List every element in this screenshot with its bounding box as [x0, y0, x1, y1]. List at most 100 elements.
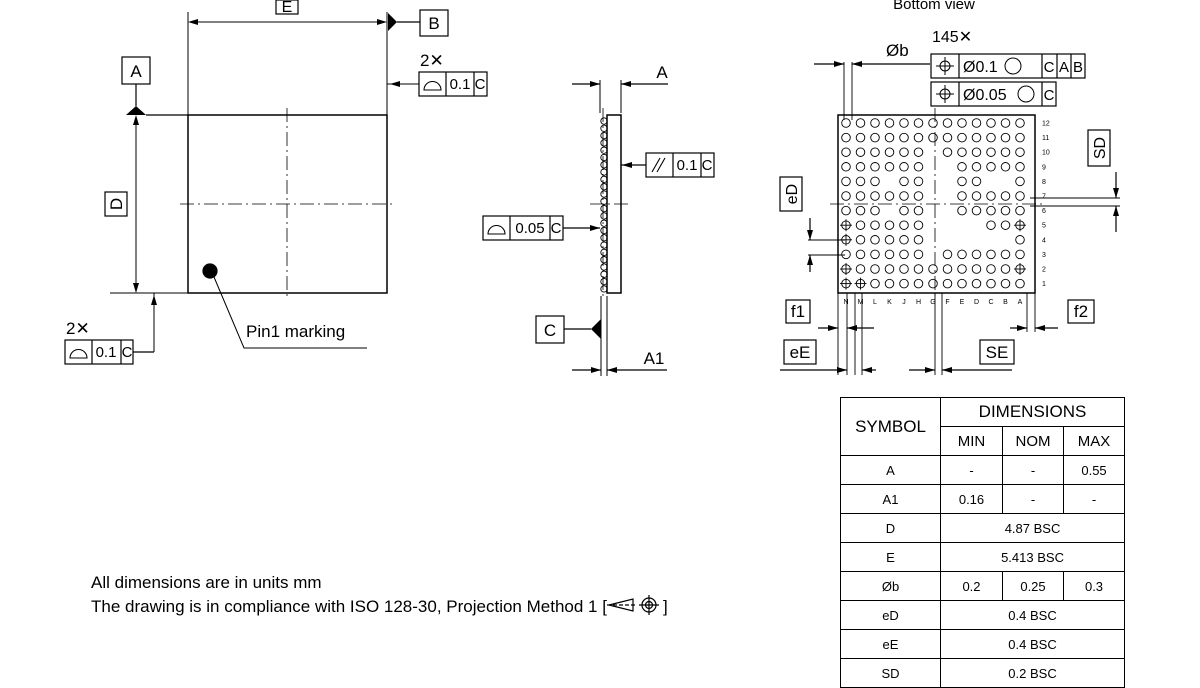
- side-ball: [600, 131, 608, 140]
- solder-ball: [971, 205, 982, 216]
- solder-ball: [870, 264, 880, 274]
- side-ball: [600, 139, 608, 147]
- solder-ball: [986, 118, 996, 128]
- multiplier-bottom: 2✕: [66, 319, 90, 338]
- datum-C-label: C: [544, 321, 556, 340]
- side-ball: [600, 197, 608, 205]
- solder-ball: [942, 264, 953, 274]
- compliance-note: The drawing is in compliance with ISO 12…: [91, 595, 668, 619]
- solder-ball: [884, 147, 895, 157]
- row-label: 9: [1042, 164, 1046, 171]
- side-ball: [600, 190, 608, 198]
- solder-ball: [1015, 278, 1025, 289]
- table-cell: SD: [840, 658, 941, 688]
- side-ball: [600, 256, 608, 264]
- solder-ball: [942, 132, 953, 143]
- solder-ball: [1000, 264, 1011, 274]
- solder-ball: [1000, 249, 1011, 260]
- solder-ball: [841, 191, 851, 201]
- solder-ball: [855, 264, 866, 274]
- row-label: 5: [1042, 223, 1046, 230]
- profile-ref: C: [551, 220, 562, 237]
- side-ball: [600, 175, 608, 184]
- units-note: All dimensions are in units mm: [91, 573, 322, 592]
- solder-ball: [957, 162, 967, 172]
- column-label: J: [902, 299, 906, 306]
- header-nom: NOM: [1002, 426, 1064, 456]
- solder-ball: [899, 249, 909, 260]
- column-label: E: [960, 299, 965, 306]
- side-ball: [600, 285, 608, 293]
- solder-ball: [855, 147, 866, 157]
- datum-A-label: A: [130, 62, 142, 81]
- side-ball: [600, 161, 608, 169]
- table-cell: 0.2 BSC: [939, 658, 1126, 688]
- solder-ball: [1000, 205, 1011, 216]
- solder-ball: [1015, 118, 1025, 128]
- solder-ball: [913, 264, 924, 274]
- solder-ball: [942, 147, 953, 157]
- flatness-bottom-value: 0.1: [96, 344, 117, 361]
- dim-f1-label: f1: [791, 302, 805, 321]
- dim-SE-label: SE: [986, 343, 1009, 362]
- column-label: L: [873, 299, 877, 306]
- row-label: 10: [1042, 150, 1050, 157]
- solder-ball: [899, 147, 909, 157]
- solder-ball: [841, 249, 851, 260]
- solder-ball: [841, 176, 851, 187]
- table-cell: -: [1062, 484, 1126, 514]
- pin1-marker: [202, 263, 218, 279]
- solder-ball: [913, 249, 924, 260]
- solder-ball: [913, 132, 924, 143]
- solder-ball: [957, 176, 967, 187]
- solder-ball: [1015, 176, 1025, 187]
- side-ball: [600, 212, 608, 220]
- solder-ball: [986, 220, 996, 230]
- solder-ball: [986, 191, 996, 201]
- solder-ball: [986, 249, 996, 260]
- solder-ball: [942, 278, 953, 289]
- solder-ball: [1000, 147, 1011, 157]
- solder-ball: [971, 118, 982, 128]
- solder-ball: [957, 191, 967, 201]
- solder-ball: [986, 147, 996, 157]
- ball-count: 145✕: [932, 29, 972, 46]
- parallelism-ref: C: [702, 157, 713, 174]
- table-cell: E: [840, 542, 941, 572]
- solder-ball: [870, 191, 880, 201]
- pos-tol-1-ref-c: C: [1044, 59, 1055, 76]
- profile-value: 0.05: [515, 220, 544, 237]
- column-label: H: [916, 299, 921, 306]
- side-ball: [600, 241, 608, 249]
- solder-ball: [971, 147, 982, 157]
- solder-ball: [1000, 191, 1011, 201]
- datum-B-label: B: [428, 14, 439, 33]
- table-cell: Øb: [840, 571, 941, 601]
- solder-ball: [986, 278, 996, 289]
- dim-eD-label: eD: [784, 184, 801, 204]
- solder-ball: [986, 162, 996, 172]
- row-label: 3: [1042, 252, 1046, 259]
- solder-ball: [884, 249, 895, 260]
- dim-E-label: E: [282, 0, 293, 16]
- solder-ball: [855, 249, 866, 260]
- side-ball: [600, 153, 608, 162]
- row-label: 6: [1042, 208, 1046, 215]
- side-ball: [600, 183, 608, 191]
- solder-ball: [1015, 235, 1025, 245]
- solder-ball: [899, 162, 909, 172]
- side-ball: [600, 270, 608, 278]
- solder-ball: [1015, 162, 1025, 172]
- solder-ball: [971, 191, 982, 201]
- solder-ball: [1015, 205, 1025, 216]
- solder-ball: [899, 176, 909, 187]
- solder-ball: [1000, 132, 1011, 143]
- column-label: B: [1003, 299, 1008, 306]
- dim-D-label: D: [107, 198, 126, 210]
- solder-ball: [884, 162, 895, 172]
- solder-ball: [899, 220, 909, 230]
